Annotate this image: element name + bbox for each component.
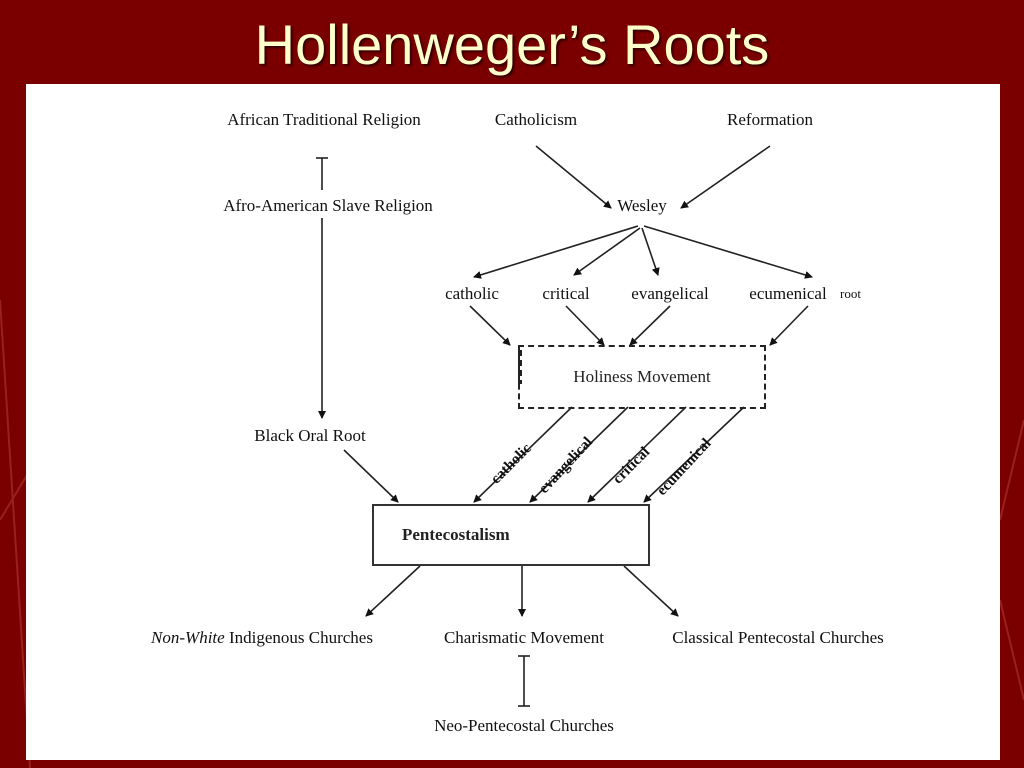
pent-to-nonwhite-arrow (365, 565, 421, 617)
holiness-catholic-arrow (473, 406, 573, 503)
black-oral-to-pent-arrow (343, 449, 399, 503)
wesley-label: Wesley (617, 196, 667, 215)
holiness-evangelical-arrow (529, 406, 629, 503)
non-white-prefix: Non-White (151, 628, 225, 647)
holiness-movement-label: Holiness Movement (573, 367, 711, 386)
catholicism-to-wesley-arrow (535, 145, 612, 209)
non-white-indigenous-churches-label: Non-White Indigenous Churches (151, 628, 373, 648)
indigenous-churches-text: Indigenous Churches (224, 628, 373, 647)
diagram-connectors (316, 145, 813, 707)
root-evangelical-label: evangelical (631, 284, 709, 303)
diagram-panel: African Traditional Religion Catholicism… (26, 84, 1000, 760)
evangelical-to-holiness-arrow (629, 305, 671, 346)
wesley-to-catholic-arrow (473, 225, 639, 279)
charismatic-movement-label: Charismatic Movement (443, 628, 605, 647)
root-ecumenical-label: ecumenical (749, 284, 827, 303)
critical-to-holiness-arrow (565, 305, 605, 346)
slide-title: Hollenweger’s Roots (254, 13, 770, 76)
holiness-ecumenical-arrow (643, 406, 745, 503)
afro-american-slave-religion-label: Afro-American Slave Religion (223, 196, 433, 215)
african-traditional-religion-label: African Traditional Religion (227, 110, 421, 129)
root-critical-label: critical (542, 284, 590, 303)
neo-pentecostal-churches-label: Neo-Pentecostal Churches (434, 716, 614, 735)
pentecostalism-box: Pentecostalism (372, 504, 650, 566)
wesley-to-ecumenical-arrow (643, 225, 813, 279)
holiness-critical-arrow (587, 406, 687, 503)
catholic-to-holiness-arrow (469, 305, 511, 346)
root-catholic-label: catholic (445, 284, 499, 303)
holiness-movement-box: Holiness Movement (518, 345, 766, 409)
classical-pentecostal-churches-label: Classical Pentecostal Churches (672, 628, 884, 647)
catholicism-label: Catholicism (494, 110, 578, 129)
pent-to-classical-arrow (623, 565, 679, 617)
ecumenical-to-holiness-arrow (769, 305, 809, 346)
reformation-label: Reformation (727, 110, 813, 129)
wesley-to-evangelical-arrow (641, 227, 660, 276)
black-oral-root-label: Black Oral Root (254, 426, 366, 445)
root-suffix-label: root (840, 286, 861, 301)
pentecostalism-label: Pentecostalism (402, 525, 510, 544)
wesley-to-critical-arrow (573, 227, 641, 276)
reformation-to-wesley-arrow (680, 145, 771, 209)
